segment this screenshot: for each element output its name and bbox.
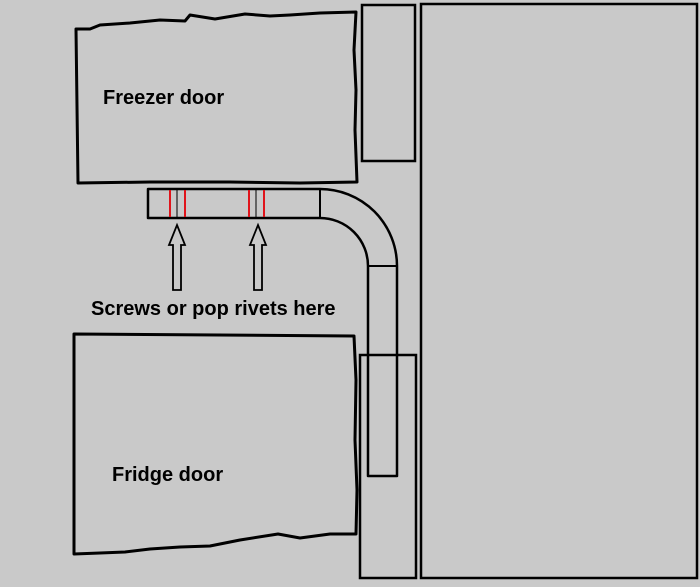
fastener-note-label: Screws or pop rivets here [91, 298, 336, 320]
rivet-mark-right [248, 190, 265, 217]
rivet-mark-left [169, 190, 186, 217]
fridge-cabinet [419, 2, 699, 580]
fridge-door [72, 332, 359, 556]
freezer-door [74, 10, 359, 185]
cabinet-strip-lower [358, 353, 418, 580]
arrow-up-icon [167, 222, 187, 291]
cabinet-strip-upper [360, 3, 417, 163]
arrow-up-icon [248, 222, 268, 291]
freezer-door-label: Freezer door [103, 87, 224, 109]
fridge-door-label: Fridge door [112, 464, 223, 486]
hinge-bracket [146, 187, 399, 478]
